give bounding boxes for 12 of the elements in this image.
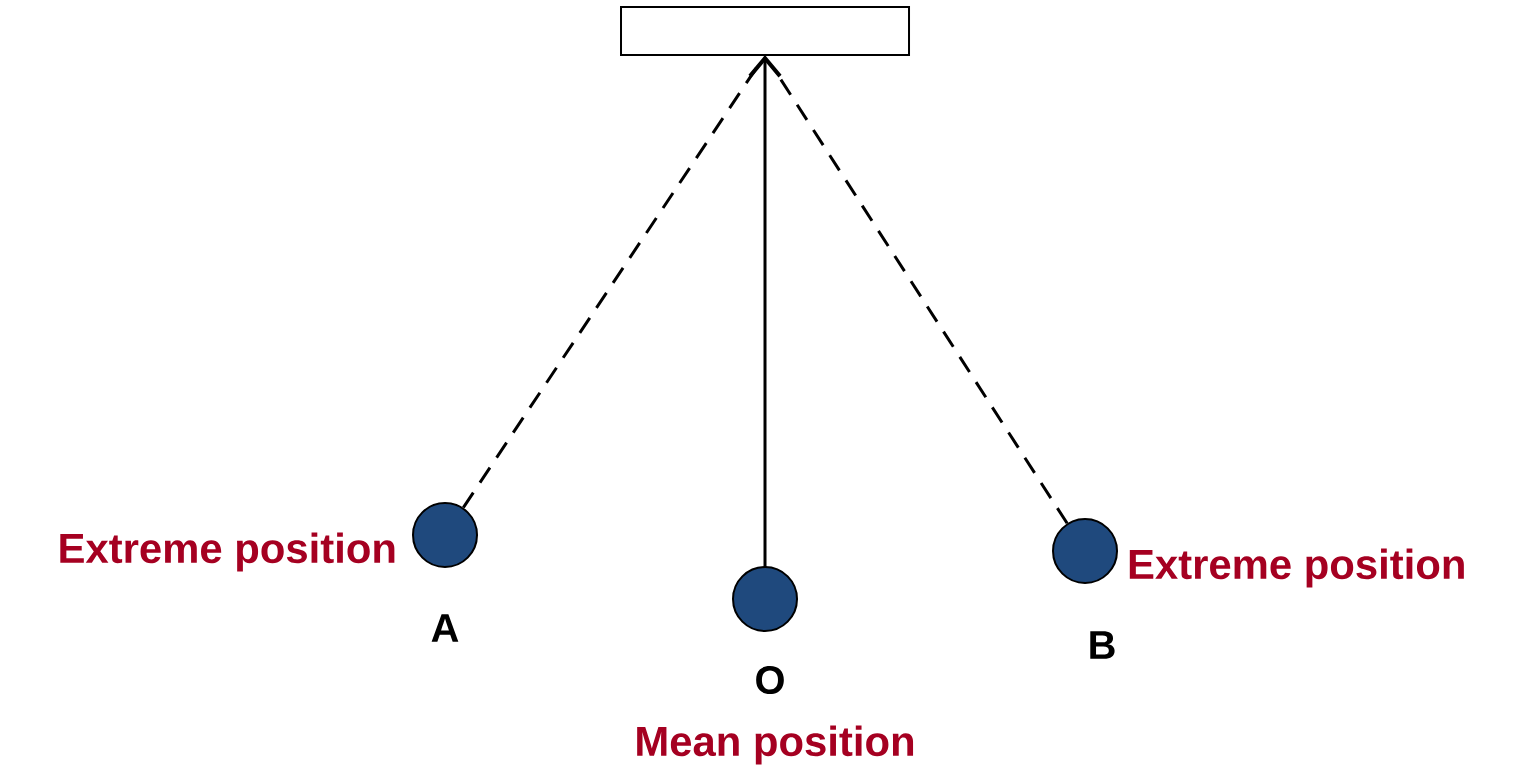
point-letter: A [431, 614, 459, 642]
point-letter: B [1090, 631, 1115, 659]
point-letter: O [756, 665, 784, 695]
position-label: Extreme position [1129, 548, 1464, 588]
position-label: Mean position [637, 725, 914, 765]
dashed-string [772, 67, 1069, 525]
arrow [748, 55, 782, 567]
position-label: Extreme position [60, 532, 395, 572]
ceiling-support [620, 6, 910, 56]
pendulum-bob [412, 502, 478, 568]
pendulum-bob [1052, 518, 1118, 584]
pendulum-bob [732, 566, 798, 632]
